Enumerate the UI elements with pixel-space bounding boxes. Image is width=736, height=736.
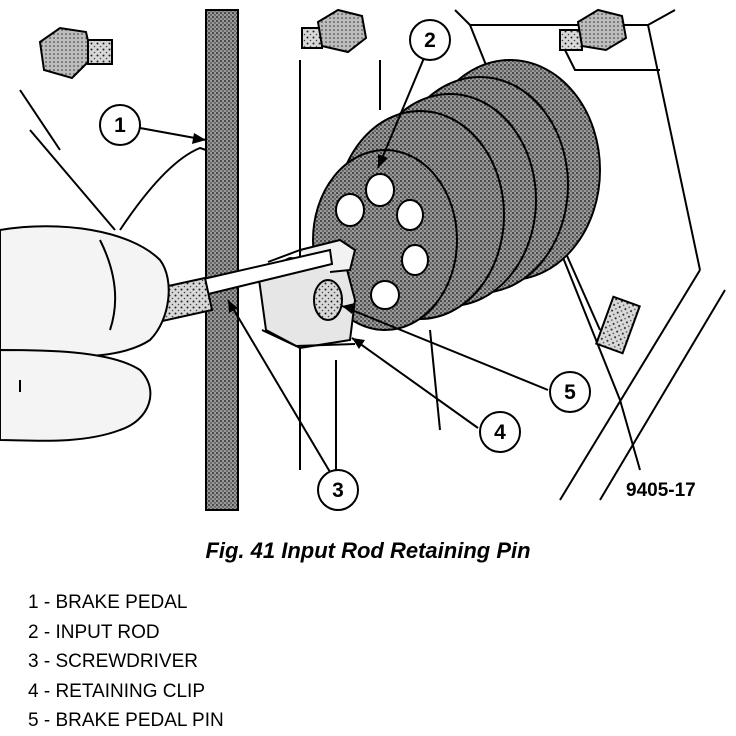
legend-item: 2 - INPUT ROD bbox=[28, 621, 160, 643]
callout-1: 1 bbox=[99, 104, 141, 146]
callout-3: 3 bbox=[317, 469, 359, 511]
callout-2: 2 bbox=[409, 19, 451, 61]
legend-item: 4 - RETAINING CLIP bbox=[28, 680, 206, 702]
pedal-return-spring bbox=[119, 146, 207, 231]
svg-text:3: 3 bbox=[332, 479, 344, 502]
legend-item: 5 - BRAKE PEDAL PIN bbox=[28, 710, 224, 731]
bolt-top-center bbox=[301, 8, 368, 54]
clevis-assembly bbox=[256, 238, 357, 350]
callout-4: 4 bbox=[479, 411, 521, 453]
svg-text:5: 5 bbox=[564, 381, 576, 404]
bolt-top-left bbox=[38, 26, 113, 80]
legend-item: 3 - SCREWDRIVER bbox=[28, 651, 198, 672]
svg-text:1: 1 bbox=[114, 114, 126, 137]
leader-lines bbox=[139, 57, 549, 473]
legend-item: 1 - BRAKE PEDAL bbox=[28, 592, 188, 613]
bolt-lower-right bbox=[595, 295, 641, 355]
callout-legend: 1 - BRAKE PEDAL 2 - INPUT ROD 3 - SCREWD… bbox=[28, 588, 224, 736]
figure-caption: Fig. 41 Input Rod Retaining Pin bbox=[205, 538, 531, 563]
technical-illustration: 1 2 3 4 5 9405-17 bbox=[0, 8, 726, 511]
technician-hand bbox=[0, 89, 170, 442]
callout-5: 5 bbox=[549, 371, 591, 413]
leader-arrowheads bbox=[192, 133, 388, 349]
svg-text:4: 4 bbox=[494, 421, 506, 444]
bolt-top-right bbox=[559, 8, 628, 52]
brake-pedal-arm bbox=[205, 9, 239, 511]
figure-id-label: 9405-17 bbox=[626, 480, 696, 501]
booster-boot bbox=[312, 59, 601, 331]
svg-text:2: 2 bbox=[424, 29, 436, 52]
